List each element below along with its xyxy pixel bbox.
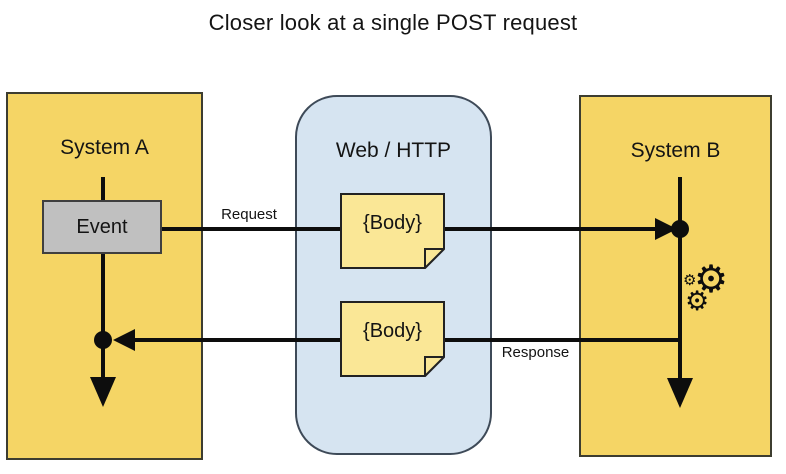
system-a-lifeline-end-arrow-icon [90,377,116,407]
system-b-lifeline [678,177,682,380]
request-body-text: {Body} [363,211,422,234]
event-label: Event [76,215,128,238]
request-label: Request [221,206,277,223]
diagram-title: Closer look at a single POST request [208,10,578,35]
response-body-text: {Body} [363,319,422,342]
note-shape-icon [340,301,445,377]
gear-icon: ⚙ [685,286,710,316]
gear-icon: ⚙ [683,272,697,289]
system-a-label: System A [60,136,149,159]
system-b-lifeline-end-arrow-icon [667,378,693,408]
response-label: Response [501,344,570,361]
request-body-note: {Body} [340,193,445,269]
note-shape-icon [340,193,445,269]
system-a-lifeline [101,177,105,380]
response-arrowhead-icon [113,329,135,351]
response-body-note: {Body} [340,301,445,377]
web-http-label: Web / HTTP [335,139,452,162]
system-b-label: System B [630,139,721,162]
system-b-receive-dot [671,220,689,238]
system-a-receive-dot [94,331,112,349]
event-box: Event [42,200,162,254]
web-http-panel: Web / HTTP [295,95,492,455]
gear-icon: ⚙ [694,259,729,301]
